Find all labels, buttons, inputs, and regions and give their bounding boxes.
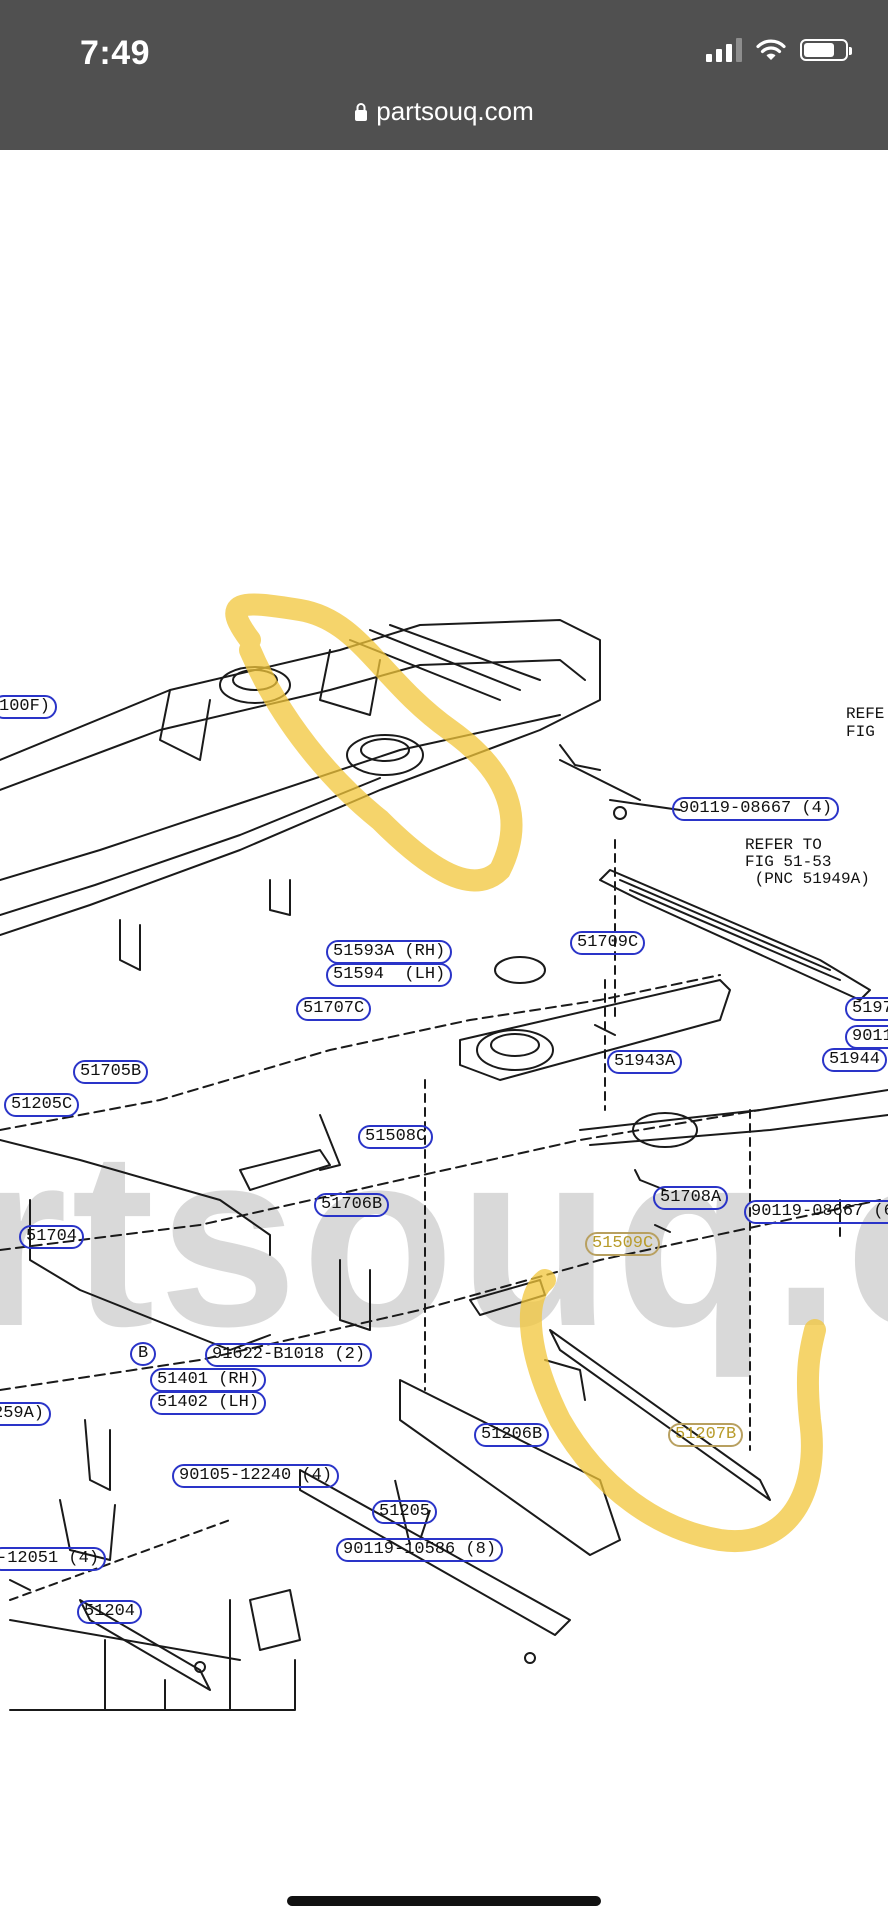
part-label-90105-12240[interactable]: 90105-12240 (4) xyxy=(172,1464,340,1488)
part-label-51205[interactable]: 51205 xyxy=(372,1500,438,1524)
part-label-51704[interactable]: 51704 xyxy=(19,1225,85,1249)
refer-note: REFER TO FIG 51-53 (PNC 51949A) xyxy=(745,836,870,888)
part-label-51705b[interactable]: 51705B xyxy=(73,1060,149,1084)
part-label-5197[interactable]: 5197 xyxy=(845,997,888,1021)
home-indicator[interactable] xyxy=(287,1896,601,1906)
part-label-51204[interactable]: 51204 xyxy=(77,1600,143,1624)
part-label-51401[interactable]: 51401 (RH) xyxy=(150,1368,267,1392)
address-bar[interactable]: partsouq.com xyxy=(0,96,888,127)
url-text: partsouq.com xyxy=(376,96,534,126)
part-label-51708a[interactable]: 51708A xyxy=(653,1186,729,1210)
part-label-259a[interactable]: 259A) xyxy=(0,1402,52,1426)
part-label-51206b[interactable]: 51206B xyxy=(474,1423,550,1447)
part-label-51707c[interactable]: 51707C xyxy=(296,997,372,1021)
part-label-90119-10586[interactable]: 90119-10586 (8) xyxy=(336,1538,504,1562)
status-time: 7:49 xyxy=(80,34,151,72)
part-label-51205c[interactable]: 51205C xyxy=(4,1093,80,1117)
part-label-51508c[interactable]: 51508C xyxy=(358,1125,434,1149)
parts-diagram: rtsouq.co xyxy=(0,150,888,1890)
cellular-signal-icon xyxy=(706,38,742,62)
refer-note-top: REFE xyxy=(846,705,885,723)
callout-b: B xyxy=(130,1342,157,1366)
part-label-51709c[interactable]: 51709C xyxy=(570,931,646,955)
watermark-text: rtsouq.co xyxy=(0,1099,888,1378)
wifi-icon xyxy=(756,39,786,60)
part-label-91622-b1018[interactable]: 91622-B1018 (2) xyxy=(205,1343,373,1367)
part-label-51207b[interactable]: 51207B xyxy=(668,1423,744,1447)
part-label-51706b[interactable]: 51706B xyxy=(314,1193,390,1217)
part-label-51593a[interactable]: 51593A (RH) xyxy=(326,940,453,964)
part-label-9011[interactable]: 9011 xyxy=(845,1025,888,1049)
status-icons xyxy=(706,38,852,62)
fig-note-top: FIG xyxy=(846,723,875,741)
part-label-100f[interactable]: 100F) xyxy=(0,695,58,719)
part-label-90119-08667-6[interactable]: 90119-08667 (6) xyxy=(744,1200,888,1224)
part-label-90119-08667-4[interactable]: 90119-08667 (4) xyxy=(672,797,840,821)
part-label-51594[interactable]: 51594 (LH) xyxy=(326,963,453,987)
part-label-51944[interactable]: 51944 xyxy=(822,1048,888,1072)
part-label-12051[interactable]: -12051 (4) xyxy=(0,1547,107,1571)
battery-icon xyxy=(800,39,852,61)
lock-icon xyxy=(355,103,368,121)
browser-top-bar: 7:49 partsouq.com xyxy=(0,0,888,150)
part-label-51402[interactable]: 51402 (LH) xyxy=(150,1391,267,1415)
frame-diagram-drawing xyxy=(0,593,888,1711)
part-label-51509c[interactable]: 51509C xyxy=(585,1232,661,1256)
part-label-51943a[interactable]: 51943A xyxy=(607,1050,683,1074)
